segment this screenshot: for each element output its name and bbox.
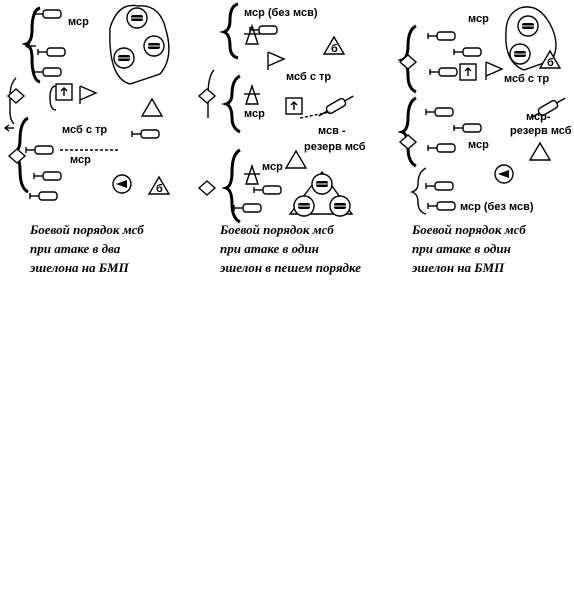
panel1-label-msr: мср	[70, 154, 91, 166]
panel2-label-msr-no-msv: мср (без мсв)	[244, 7, 318, 19]
panel3-label-reserve: резерв мсб	[510, 125, 572, 137]
panel1-caption-line1: Боевой порядок мсб	[29, 222, 144, 237]
command-flag-icon	[267, 51, 285, 71]
panel1-caption-line3: эшелона на БМП	[29, 260, 130, 275]
bmp-icon	[425, 107, 454, 117]
triangle-icon	[141, 98, 163, 117]
triangle-number: б	[331, 43, 338, 55]
tank-group	[109, 4, 170, 85]
tank-icon	[509, 43, 531, 65]
triangle-icon	[285, 150, 307, 169]
triangle-icon	[529, 142, 551, 161]
panel3-caption-line2: при атаке в один	[412, 241, 511, 256]
bmp-icon	[29, 191, 58, 201]
panel3-caption-line3: эшелон на БМП	[411, 260, 505, 275]
panel-one-echelon-bmp: мср мсб с тр мср- резерв мсб мср мср (бе…	[397, 6, 572, 275]
bmp-icon	[253, 185, 282, 195]
panel3-label-msr-reserve: мср-	[526, 111, 551, 123]
bmp-icon	[33, 171, 62, 181]
panel3-label-msb-tr: мсб с тр	[504, 73, 549, 85]
tank-icon	[113, 47, 135, 69]
bmp-icon	[453, 123, 482, 133]
panel3-caption-line1: Боевой порядок мсб	[411, 222, 526, 237]
panel-two-echelons-bmp: мср мсб с тр мср б Боевой порядок мсб пр…	[3, 4, 170, 275]
panel2-label-msr: мср	[262, 161, 283, 173]
panel2-caption-line3: эшелон в пешем порядке	[219, 260, 361, 275]
panel-one-echelon-foot: мср (без мсв) мсб с тр мср мсв - резерв …	[198, 2, 366, 275]
command-flag-icon	[79, 85, 97, 105]
panel1-label-msb-tr: мсб с тр	[62, 124, 107, 136]
tank-icon	[126, 7, 148, 29]
panel2-label-msr: мср	[244, 108, 265, 120]
panel3-label-msr: мср	[468, 139, 489, 151]
diamond-icon	[8, 148, 26, 164]
panel2-caption-line1: Боевой порядок мсб	[219, 222, 334, 237]
panel1-caption-line2: при атаке в два	[30, 241, 121, 256]
panel3-label-msr-no-msv: мср (без мсв)	[460, 201, 534, 213]
tank-group	[505, 6, 557, 71]
diamond-icon	[198, 180, 216, 196]
tank-icon	[517, 15, 539, 37]
triangle-number: б	[547, 57, 554, 69]
bmp-icon	[427, 143, 456, 153]
diamond-icon	[399, 54, 417, 70]
panel3-label-msr: мср	[468, 13, 489, 25]
reserve-vehicle-icon	[530, 97, 566, 119]
bmp-icon	[37, 47, 66, 57]
diamond-icon	[399, 134, 417, 150]
infantry-icon	[244, 163, 260, 185]
bmp-icon	[427, 31, 456, 41]
panel2-label-msv: мсв -	[318, 125, 346, 137]
triangle-number: б	[156, 183, 163, 195]
tank-icon	[293, 195, 315, 217]
infantry-icon	[244, 83, 260, 105]
eye-sign-icon	[112, 174, 132, 194]
eye-sign-icon	[494, 164, 514, 184]
bmp-icon	[453, 47, 482, 57]
reserve-vehicle-icon	[318, 95, 354, 117]
panel1-label-msr: мср	[68, 16, 89, 28]
bmp-icon	[131, 129, 160, 139]
panel2-caption-line2: при атаке в один	[220, 241, 319, 256]
panel2-label-msb-tr: мсб с тр	[286, 71, 331, 83]
bmp-icon	[429, 67, 458, 77]
bmp-icon	[33, 9, 62, 19]
bmp-icon	[425, 181, 454, 191]
diamond-icon	[198, 88, 216, 104]
tank-icon	[311, 173, 333, 195]
panel2-label-reserve: резерв мсб	[304, 141, 366, 153]
tank-group	[288, 170, 354, 217]
bmp-icon	[33, 67, 62, 77]
bmp-icon	[25, 145, 54, 155]
infantry-icon	[244, 23, 260, 45]
bmp-icon	[427, 201, 456, 211]
command-flag-icon	[485, 61, 503, 81]
tank-icon	[143, 35, 165, 57]
tank-icon	[329, 195, 351, 217]
bmp-icon	[233, 203, 262, 213]
